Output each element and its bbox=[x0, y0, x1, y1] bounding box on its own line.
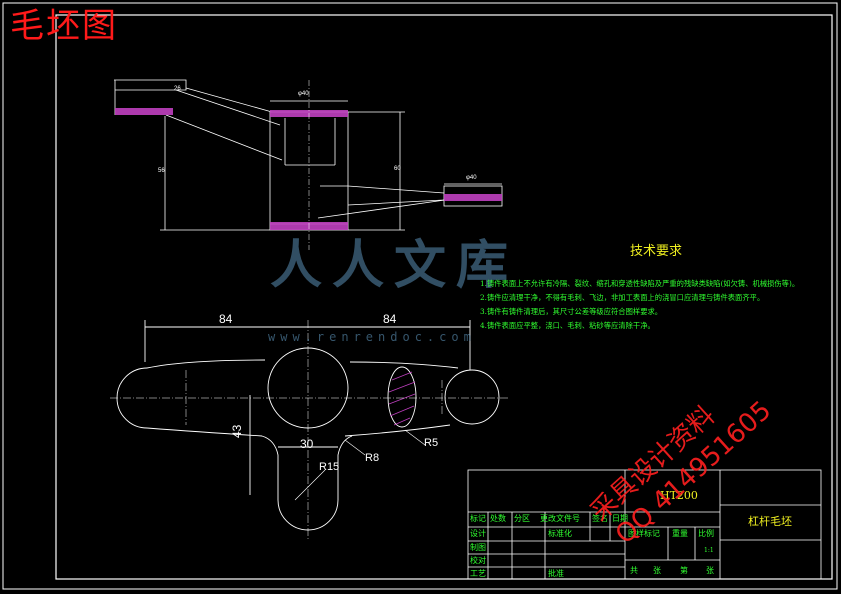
tb-stage-mark: 图样标记 bbox=[628, 529, 660, 538]
dim-left-span: 84 bbox=[219, 312, 233, 326]
dim-r5: R5 bbox=[424, 437, 439, 449]
tb-weight: 重量 bbox=[672, 529, 688, 538]
tb-approve: 批准 bbox=[548, 569, 564, 578]
plan-hatch bbox=[388, 371, 416, 426]
inner-frame bbox=[55, 14, 833, 580]
dim-stem-width: 30 bbox=[300, 437, 314, 451]
tb-standard: 标准化 bbox=[548, 529, 572, 538]
dim-top-3: 60 bbox=[394, 166, 401, 172]
tech-note-3: 3.铸件有铸件清理后，其尺寸公差等级应符合图样要求。 bbox=[480, 307, 663, 316]
tb-sheets-total: 共 bbox=[630, 566, 638, 575]
tb-row-process: 工艺 bbox=[470, 569, 486, 578]
dim-right-span: 84 bbox=[383, 312, 397, 326]
section-hatch bbox=[115, 108, 502, 230]
tb-sheets-unit: 张 bbox=[653, 566, 661, 575]
tech-note-1: 1.铸件表面上不允许有冷隔、裂纹、缩孔和穿透性缺陷及严重的残缺类缺陷(如欠铸、机… bbox=[480, 279, 800, 288]
title-block bbox=[467, 469, 822, 580]
dim-top-2: φ40 bbox=[466, 175, 477, 181]
dim-r8: R8 bbox=[365, 452, 380, 464]
leader-lines bbox=[294, 429, 426, 501]
dim-stem-height: 43 bbox=[230, 424, 244, 438]
tb-scale-value: 1:1 bbox=[704, 547, 714, 554]
tb-sheet-no: 第 bbox=[680, 566, 688, 575]
sheet-title: 毛坯图 bbox=[10, 6, 118, 46]
tb-col-zone: 分区 bbox=[514, 514, 530, 523]
tb-row-check: 校对 bbox=[470, 556, 486, 565]
tech-requirements-title: 技术要求 bbox=[630, 244, 683, 259]
tech-note-2: 2.铸件应清理干净，不得有毛刺、飞边，非加工表面上的浇冒口应清理与铸件表面齐平。 bbox=[480, 293, 765, 302]
dim-top-1: φ40 bbox=[298, 91, 309, 97]
tb-col-count: 处数 bbox=[490, 514, 506, 523]
watermark-brand: 人人文库 bbox=[270, 236, 519, 296]
tb-col-mark: 标记 bbox=[470, 514, 486, 523]
tb-col-sign: 签名 bbox=[592, 514, 608, 523]
tech-note-4: 4.铸件表面应平整，浇口、毛刺、粘砂等应清除干净。 bbox=[480, 321, 655, 330]
dim-top-4: 56 bbox=[158, 168, 165, 174]
tb-sheet-unit2: 张 bbox=[706, 566, 714, 575]
material: HT200 bbox=[660, 489, 698, 502]
tb-col-change: 更改文件号 bbox=[540, 514, 580, 523]
section-view bbox=[114, 79, 503, 231]
dim-top-5: 26 bbox=[174, 86, 181, 92]
tb-row-design: 设计 bbox=[470, 529, 486, 538]
dim-r15: R15 bbox=[319, 461, 340, 473]
part-name: 杠杆毛坯 bbox=[748, 515, 792, 528]
tb-scale: 比例 bbox=[698, 529, 714, 538]
tb-col-date: 日期 bbox=[612, 514, 628, 523]
watermark-url: www.renrendoc.com bbox=[268, 330, 476, 344]
tb-row-draw: 制图 bbox=[470, 543, 486, 552]
plan-centerline bbox=[110, 320, 510, 540]
